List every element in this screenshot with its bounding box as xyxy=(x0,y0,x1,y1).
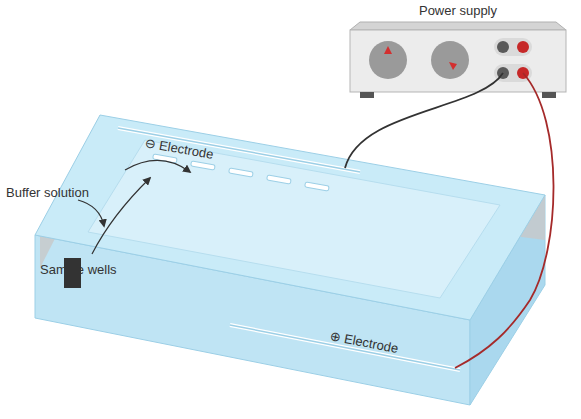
leader-line xyxy=(92,178,150,254)
part-label: Buffer solution xyxy=(6,185,89,200)
leader-line xyxy=(125,160,190,172)
sample-well xyxy=(305,182,330,191)
sample-well xyxy=(229,168,254,177)
red-wire xyxy=(455,73,554,368)
leader-line xyxy=(78,200,104,226)
part-label: Sample wells xyxy=(40,262,117,277)
sample-well xyxy=(267,175,292,184)
negative-electrode xyxy=(118,128,360,172)
positive-electrode xyxy=(230,325,460,370)
sample-well xyxy=(191,161,216,170)
negative-electrode xyxy=(118,128,360,172)
power-supply-box: Power supply xyxy=(350,0,566,18)
node-label: Power supply xyxy=(350,3,566,18)
black-wire xyxy=(345,73,503,168)
sample-wells xyxy=(153,154,330,191)
positive-electrode xyxy=(230,325,460,370)
